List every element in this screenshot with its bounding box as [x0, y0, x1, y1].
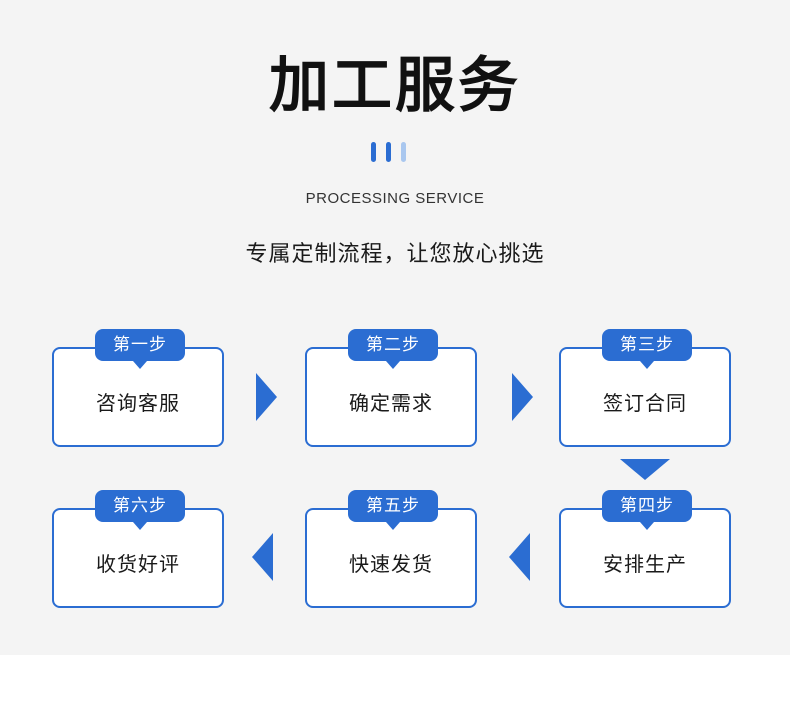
step-badge: 第四步	[602, 490, 692, 530]
process-panel: 加工服务 PROCESSING SERVICE 专属定制流程，让您放心挑选 第一…	[0, 0, 790, 655]
step-badge: 第三步	[602, 329, 692, 369]
step-label: 咨询客服	[96, 391, 180, 415]
step-label: 快速发货	[349, 552, 433, 576]
decorative-bar	[401, 142, 406, 162]
step-badge: 第二步	[348, 329, 438, 369]
step-label: 收货好评	[96, 552, 180, 576]
arrow-left-icon	[509, 533, 530, 581]
page-slogan: 专属定制流程，让您放心挑选	[245, 242, 545, 267]
step-card-3: 第三步 签订合同	[559, 329, 731, 447]
step-badge: 第一步	[95, 329, 185, 369]
step-label: 签订合同	[603, 391, 687, 415]
arrow-left-icon	[252, 533, 273, 581]
step-label: 确定需求	[349, 391, 433, 415]
step-card-4: 第四步 安排生产	[559, 490, 731, 608]
arrow-right-icon	[512, 373, 533, 421]
decorative-bar	[371, 142, 376, 162]
step-card-5: 第五步 快速发货	[305, 490, 477, 608]
step-card-6: 第六步 收货好评	[52, 490, 224, 608]
page-title: 加工服务	[269, 51, 521, 121]
step-badge: 第六步	[95, 490, 185, 530]
step-badge: 第五步	[348, 490, 438, 530]
arrow-right-icon	[256, 373, 277, 421]
step-label: 安排生产	[603, 552, 687, 576]
step-card-2: 第二步 确定需求	[305, 329, 477, 447]
arrow-down-icon	[620, 459, 670, 480]
page-subtitle: PROCESSING SERVICE	[305, 190, 485, 207]
step-card-1: 第一步 咨询客服	[52, 329, 224, 447]
decorative-bar	[386, 142, 391, 162]
